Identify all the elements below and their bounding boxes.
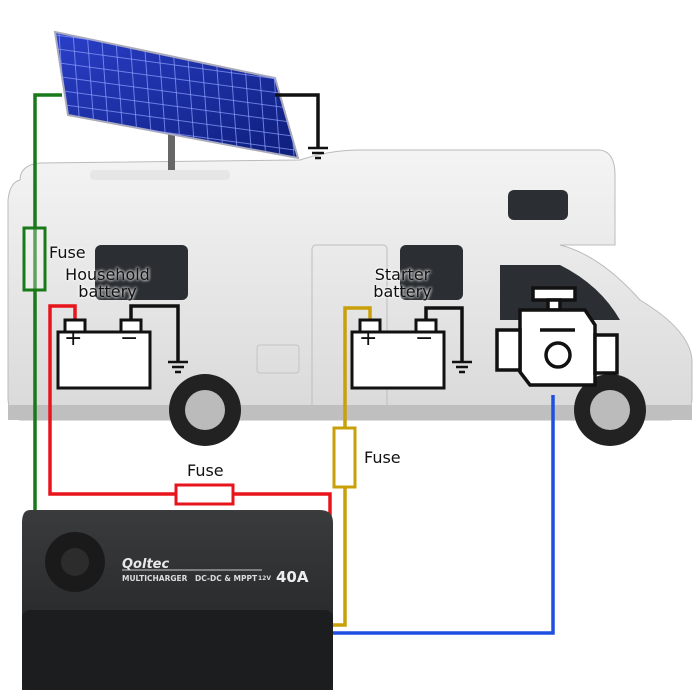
charger-model: MULTICHARGER [122,574,188,583]
household-ground-wire [129,304,180,362]
household-battery-icon [56,318,152,390]
ground-icons [168,146,472,374]
starter-battery-label: Starter battery [355,266,450,300]
solar-fuse [22,226,47,292]
panel-ground-wire [275,93,320,148]
solar-fuse-label: Fuse [49,243,86,262]
side-window [400,245,463,300]
starter-fuse-label: Fuse [364,448,401,467]
label-line: battery [78,282,137,301]
starter-fuse [332,426,357,489]
engine-wire [320,395,555,635]
rear-window [95,245,188,300]
label-line: Household [65,265,150,284]
solar-panel [53,30,300,170]
plus-terminal: + [64,326,83,351]
minus-terminal: − [415,326,434,351]
charger-brand-logo: Qoltec [122,557,170,572]
label-line: Starter [374,265,431,284]
charger-current: 40A [276,568,309,586]
plus-terminal: + [359,326,378,351]
label-line: battery [373,282,432,301]
charger-type: DC-DC & MPPT [195,574,258,583]
alcove-window [508,190,568,220]
minus-terminal: − [120,326,139,351]
household-battery-label: Household battery [55,266,160,300]
starter-ground-wire [424,306,464,362]
household-fuse-label: Fuse [187,461,224,480]
starter-wire [320,306,372,627]
starter-battery-icon [350,318,446,390]
household-fuse [174,483,235,506]
charger-voltage: 12V [258,575,271,582]
charger-device [22,510,333,690]
solar-wire [33,93,62,512]
engine-icon [495,286,619,387]
